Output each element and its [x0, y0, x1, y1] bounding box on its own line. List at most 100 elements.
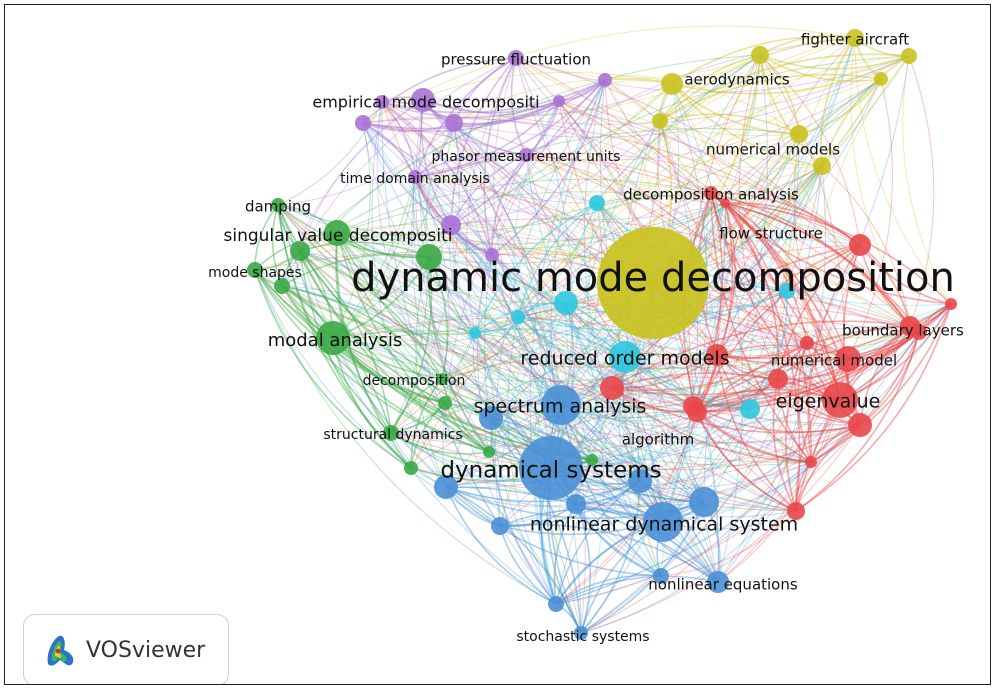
node-sd[interactable] [383, 425, 399, 441]
keyword-label-nummod[interactable]: numerical model [771, 352, 897, 370]
node[interactable] [813, 157, 831, 175]
node-nummod[interactable] [835, 346, 861, 372]
node[interactable] [404, 461, 418, 475]
node[interactable] [483, 446, 495, 458]
keyword-label-eig[interactable]: eigenvalue [776, 391, 881, 413]
node[interactable] [720, 198, 730, 208]
keyword-label-neq[interactable]: nonlinear equations [648, 576, 798, 594]
node-eig[interactable] [822, 382, 858, 418]
node[interactable] [416, 244, 442, 270]
node-rom[interactable] [609, 341, 641, 373]
node-spec[interactable] [541, 385, 581, 425]
node[interactable] [598, 73, 612, 87]
keyword-label-nm[interactable]: numerical models [706, 141, 840, 159]
node[interactable] [491, 517, 509, 535]
node[interactable] [441, 215, 461, 235]
node[interactable] [511, 310, 525, 324]
node-ms[interactable] [247, 262, 263, 278]
node-stoch[interactable] [574, 626, 588, 640]
node-fs[interactable] [849, 234, 871, 256]
node-pmu[interactable] [519, 148, 533, 162]
keyword-label-aero[interactable]: aerodynamics [684, 71, 790, 89]
node[interactable] [548, 596, 564, 612]
node[interactable] [274, 278, 290, 294]
node-emd[interactable] [411, 88, 435, 112]
keyword-label-ms[interactable]: mode shapes [208, 265, 302, 281]
keyword-label-dyn[interactable]: dynamical systems [440, 458, 661, 484]
keyword-label-pf[interactable]: pressure fluctuation [441, 51, 591, 69]
node-pf[interactable] [508, 50, 524, 66]
node-dmd[interactable] [597, 227, 709, 339]
node[interactable] [706, 344, 728, 366]
keyword-label-modal[interactable]: modal analysis [268, 330, 403, 351]
keyword-label-dmd[interactable]: dynamic mode decomposition [351, 255, 955, 301]
node-damp[interactable] [271, 198, 285, 212]
node[interactable] [740, 399, 760, 419]
node[interactable] [375, 95, 389, 109]
node[interactable] [600, 376, 624, 400]
keyword-label-stoch[interactable]: stochastic systems [516, 629, 649, 645]
keyword-label-svd[interactable]: singular value decompositi [223, 226, 452, 246]
node-tda[interactable] [408, 170, 422, 184]
node[interactable] [355, 115, 371, 131]
node[interactable] [779, 283, 795, 299]
keyword-label-alg[interactable]: algorithm [622, 431, 694, 449]
node[interactable] [945, 298, 957, 310]
node[interactable] [653, 568, 669, 584]
node-bl[interactable] [900, 316, 920, 336]
node-decomp[interactable] [436, 373, 448, 385]
node[interactable] [787, 502, 805, 520]
node[interactable] [768, 369, 788, 389]
node-dyn[interactable] [519, 436, 583, 500]
node-nds[interactable] [643, 502, 683, 542]
node[interactable] [589, 195, 605, 211]
node[interactable] [434, 475, 458, 499]
node-fa[interactable] [846, 29, 864, 47]
node[interactable] [848, 413, 872, 437]
keyword-label-pmu[interactable]: phasor measurement units [432, 149, 621, 165]
link [565, 302, 662, 577]
keyword-label-fa[interactable]: fighter aircraft [801, 31, 909, 49]
node[interactable] [800, 336, 814, 350]
link [488, 316, 521, 453]
keyword-label-decomp[interactable]: decomposition [363, 373, 466, 389]
node[interactable] [689, 487, 719, 517]
node-svd[interactable] [324, 220, 350, 246]
node[interactable] [553, 95, 565, 107]
node[interactable] [485, 248, 499, 262]
node[interactable] [438, 396, 452, 410]
node[interactable] [805, 456, 817, 468]
node-modal[interactable] [316, 321, 350, 355]
keyword-label-fs[interactable]: flow structure [719, 225, 823, 243]
node[interactable] [751, 46, 769, 64]
node[interactable] [652, 113, 668, 129]
node[interactable] [566, 494, 586, 514]
keyword-label-spec[interactable]: spectrum analysis [474, 396, 647, 418]
node-aero[interactable] [661, 73, 683, 95]
link [450, 224, 567, 304]
node[interactable] [290, 241, 310, 261]
keyword-label-da[interactable]: decomposition analysis [623, 186, 799, 204]
node[interactable] [628, 469, 652, 493]
link [450, 100, 560, 226]
node-nm[interactable] [790, 125, 808, 143]
keyword-network[interactable]: dynamic mode decomposition reduced order … [5, 5, 990, 684]
node[interactable] [687, 402, 707, 422]
node[interactable] [445, 114, 463, 132]
node-neq[interactable] [707, 571, 729, 593]
node[interactable] [479, 406, 503, 430]
keyword-label-bl[interactable]: boundary layers [842, 322, 964, 340]
node[interactable] [469, 327, 481, 339]
node-da[interactable] [704, 186, 718, 200]
node[interactable] [554, 291, 578, 315]
keyword-label-sd[interactable]: structural dynamics [323, 427, 462, 443]
node[interactable] [901, 48, 917, 64]
link [390, 256, 433, 434]
keyword-label-tda[interactable]: time domain analysis [340, 171, 490, 187]
keyword-label-emd[interactable]: empirical mode decompositi [312, 93, 539, 112]
node[interactable] [586, 454, 598, 466]
keyword-label-damp[interactable]: damping [245, 198, 311, 216]
keyword-label-rom[interactable]: reduced order models [520, 348, 729, 370]
keyword-label-nds[interactable]: nonlinear dynamical system [530, 514, 798, 536]
node[interactable] [874, 72, 888, 86]
